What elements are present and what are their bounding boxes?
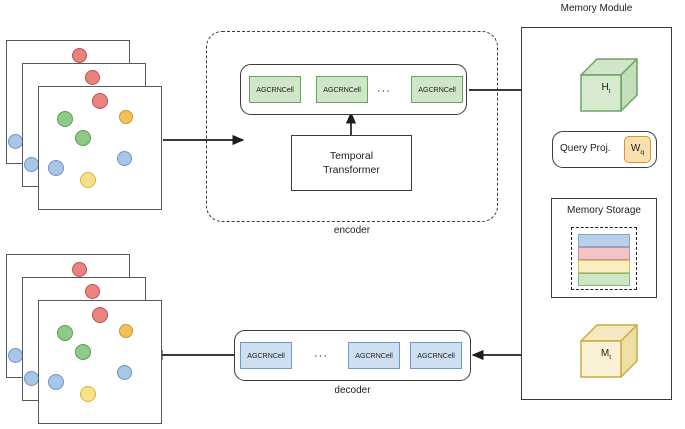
decoder-ellipsis: ··· (314, 350, 328, 362)
output-node-blue-right (117, 365, 132, 380)
wq-matrix-box[interactable]: Wq (624, 136, 651, 163)
memory-slot-red (578, 247, 630, 260)
output-mid-node-blue (24, 371, 39, 386)
output-back-node-blue (8, 348, 23, 363)
input-node-green-hub (75, 130, 91, 146)
hidden-state-subscript: t (608, 88, 611, 95)
encoder-boundary (206, 31, 498, 222)
temporal-transformer-line1: Temporal (329, 150, 374, 162)
wq-subscript: q (640, 149, 645, 156)
memory-slots-dashed-border (571, 227, 637, 290)
output-node-blue-left (48, 374, 64, 390)
memory-output-label: Mt (586, 348, 626, 361)
decoder-cell-2[interactable]: AGCRNCell (348, 342, 400, 369)
memory-slot-blue (578, 234, 630, 247)
memory-output-subscript: t (609, 354, 612, 361)
input-node-green-left (57, 111, 73, 127)
memory-module-title: Memory Module (560, 3, 633, 14)
memory-output-cube (580, 324, 638, 378)
input-back-node-red (72, 48, 87, 63)
query-proj-label: Query Proj. (560, 143, 611, 154)
encoder-cell-3[interactable]: AGCRNCell (411, 76, 463, 103)
input-node-orange (119, 110, 133, 124)
encoder-cell-2[interactable]: AGCRNCell (316, 76, 368, 103)
output-node-lyellow (80, 386, 96, 402)
hidden-state-cube (580, 58, 638, 112)
memory-output-symbol: M (600, 348, 610, 359)
memory-slot-yellow (578, 260, 630, 273)
wq-symbol: W (630, 143, 641, 154)
encoder-label: encoder (333, 225, 371, 236)
decoder-label: decoder (334, 385, 371, 396)
input-node-lyellow (80, 172, 96, 188)
input-back-node-blue (8, 134, 23, 149)
temporal-transformer-line2: Transformer (323, 164, 380, 176)
hidden-state-symbol: H (601, 82, 609, 93)
input-node-blue-right (117, 151, 132, 166)
temporal-transformer-box[interactable] (291, 135, 412, 191)
decoder-cell-1[interactable]: AGCRNCell (240, 342, 292, 369)
temporal-transformer-label: Temporal Transformer (291, 135, 412, 191)
output-node-green-hub (75, 344, 91, 360)
hidden-state-label: Ht (586, 82, 626, 95)
output-back-node-red (72, 262, 87, 277)
output-node-green-left (57, 325, 73, 341)
encoder-ellipsis: ··· (377, 85, 391, 97)
output-node-red (92, 307, 108, 323)
input-node-blue-left (48, 160, 64, 176)
encoder-cell-1[interactable]: AGCRNCell (249, 76, 301, 103)
decoder-cell-3[interactable]: AGCRNCell (410, 342, 462, 369)
input-mid-node-blue (24, 157, 39, 172)
memory-storage-label: Memory Storage (567, 205, 641, 216)
memory-slot-green (578, 273, 630, 286)
output-node-orange (119, 324, 133, 338)
input-node-red (92, 93, 108, 109)
output-mid-node-red (85, 284, 100, 299)
input-mid-node-red (85, 70, 100, 85)
